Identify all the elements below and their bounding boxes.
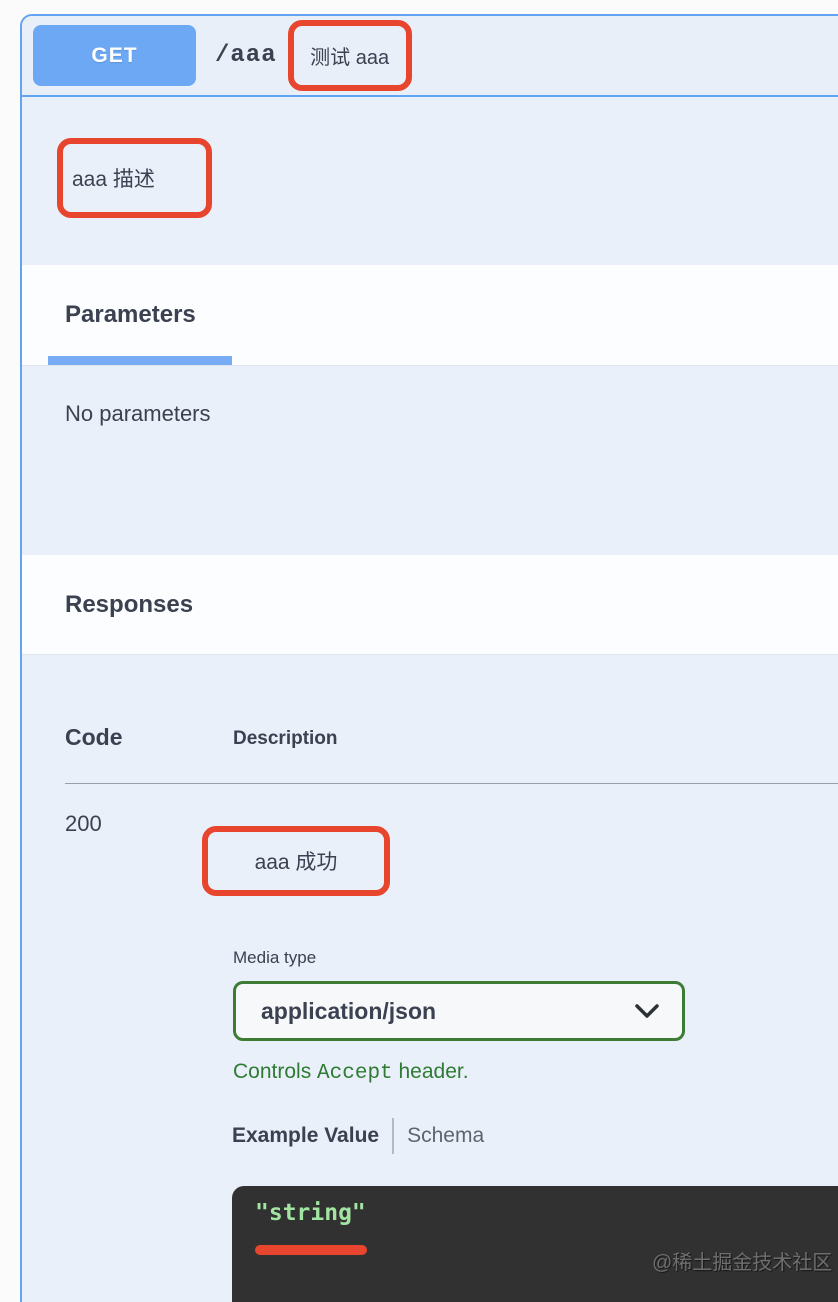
example-tabs: Example Value Schema: [232, 1117, 484, 1155]
watermark: @稀土掘金技术社区: [652, 1252, 833, 1274]
responses-title: Responses: [65, 591, 194, 618]
table-header-divider: [65, 783, 838, 784]
parameters-body: No parameters: [22, 366, 838, 555]
media-type-value: application/json: [261, 997, 437, 1024]
responses-section-header: Responses: [22, 555, 838, 655]
annotation-underline: [255, 1245, 367, 1255]
hint-code: Accept: [317, 1062, 393, 1085]
description-section: aaa 描述: [22, 97, 838, 265]
chevron-down-icon: [635, 1003, 659, 1018]
accept-header-hint: Controls Accept header.: [233, 1059, 469, 1086]
endpoint-path: /aaa: [215, 42, 277, 69]
operation-panel: GET /aaa 测试 aaa aaa 描述 Parameters No par…: [20, 14, 838, 1302]
tab-example-value[interactable]: Example Value: [232, 1124, 380, 1147]
media-type-label: Media type: [233, 948, 317, 967]
media-type-select[interactable]: application/json: [233, 981, 685, 1041]
annotation-box-description: aaa 描述: [57, 138, 212, 218]
response-code: 200: [65, 811, 102, 836]
hint-prefix: Controls: [233, 1060, 318, 1083]
example-string-value: "string": [255, 1200, 366, 1226]
tab-schema[interactable]: Schema: [407, 1124, 485, 1147]
operation-description: aaa 描述: [72, 168, 155, 191]
annotation-box-response-description: aaa 成功: [202, 826, 390, 896]
parameters-title: Parameters: [65, 301, 196, 328]
parameters-tab-indicator: [48, 356, 232, 365]
tab-divider: [392, 1118, 395, 1154]
example-code-block: "string" @稀土掘金技术社区: [232, 1186, 838, 1302]
response-description: aaa 成功: [254, 851, 338, 874]
responses-body: Code Description 200 aaa 成功 Media type a…: [22, 655, 838, 1302]
operation-header[interactable]: GET /aaa 测试 aaa: [22, 16, 838, 97]
description-column-header: Description: [233, 728, 338, 749]
method-badge: GET: [33, 25, 196, 86]
operation-summary: 测试 aaa: [310, 47, 390, 69]
no-parameters-text: No parameters: [65, 401, 211, 426]
parameters-section-header: Parameters: [22, 265, 838, 366]
code-column-header: Code: [65, 724, 123, 750]
annotation-box-summary: 测试 aaa: [287, 20, 412, 91]
hint-suffix: header.: [392, 1060, 469, 1083]
